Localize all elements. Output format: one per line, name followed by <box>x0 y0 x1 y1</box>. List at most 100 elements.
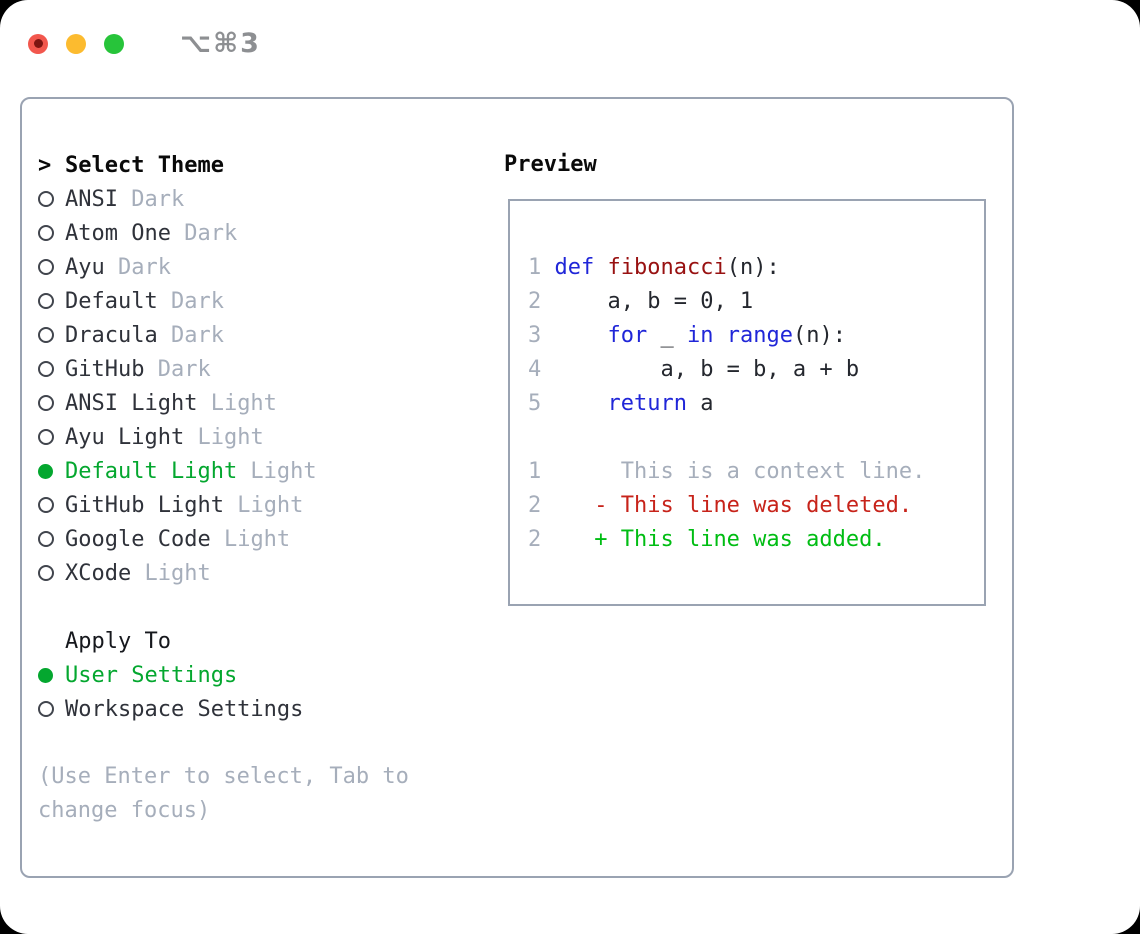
code-segment-added: + This line was added. <box>554 527 886 552</box>
radio-marker <box>38 327 65 343</box>
radio-marker <box>38 429 65 445</box>
theme-option[interactable]: GitHub Dark <box>38 352 488 386</box>
radio-selected-icon <box>38 667 53 683</box>
theme-option[interactable]: ANSI Light Light <box>38 386 488 420</box>
theme-option[interactable]: XCode Light <box>38 556 488 590</box>
radio-icon <box>38 701 54 717</box>
code-segment-plain: a, b = 0, 1 <box>554 289 754 314</box>
code-segment-plain: (n): <box>726 255 780 280</box>
line-number: 5 <box>528 391 555 416</box>
option-label: GitHub <box>65 356 145 382</box>
code-line: 3 for _ in range(n): <box>528 319 984 353</box>
radio-selected-icon <box>38 463 53 479</box>
titlebar: ⌥⌘3 <box>28 28 261 59</box>
radio-marker <box>38 701 65 717</box>
option-variant-label: Light <box>210 526 291 552</box>
option-label: ANSI <box>65 186 118 212</box>
option-variant-label: Dark <box>170 220 238 246</box>
apply-to-option[interactable]: Workspace Settings <box>38 692 488 726</box>
code-segment-plain: a <box>686 391 714 416</box>
radio-marker <box>38 259 65 275</box>
radio-icon <box>38 191 54 207</box>
code-segment-keyword: def <box>554 255 595 280</box>
code-segment-plain <box>713 323 726 348</box>
theme-option[interactable]: Google Code Light <box>38 522 488 556</box>
preview-column: Preview 1 def fibonacci(n):2 a, b = 0, 1… <box>504 148 986 606</box>
theme-option[interactable]: Ayu Light Light <box>38 420 488 454</box>
close-button[interactable] <box>28 33 48 54</box>
theme-list-header-row: > Select Theme <box>38 148 488 182</box>
line-number: 1 <box>528 459 555 484</box>
code-line: 1 This is a context line. <box>528 455 984 489</box>
radio-icon <box>38 361 54 377</box>
cursor-icon: > <box>38 152 52 178</box>
zoom-button[interactable] <box>104 33 124 54</box>
code-segment-plain: a, b = b, a + b <box>554 357 860 382</box>
theme-option[interactable]: Default Light Light <box>38 454 488 488</box>
code-segment-plain: (n): <box>792 323 846 348</box>
radio-icon <box>38 259 54 275</box>
theme-option[interactable]: ANSI Dark <box>38 182 488 216</box>
radio-marker <box>38 293 65 309</box>
code-segment-keyword: return <box>607 391 687 416</box>
apply-to-title: Apply To <box>65 628 171 654</box>
apply-to-option[interactable]: User Settings <box>38 658 488 692</box>
code-line: 2 + This line was added. <box>528 523 984 557</box>
preview-title: Preview <box>504 152 597 177</box>
option-label: Ayu <box>65 254 105 280</box>
code-segment-plain <box>594 255 607 280</box>
theme-option[interactable]: GitHub Light Light <box>38 488 488 522</box>
code-line: 5 return a <box>528 387 984 421</box>
code-line: 1 def fibonacci(n): <box>528 251 984 285</box>
code-segment-keyword: range <box>726 323 793 348</box>
radio-marker <box>38 395 65 411</box>
option-variant-label: Dark <box>104 254 171 280</box>
window-shortcut-label: ⌥⌘3 <box>180 28 261 59</box>
theme-option[interactable]: Dracula Dark <box>38 318 488 352</box>
option-variant-label: Light <box>197 390 277 416</box>
option-variant-label: Dark <box>157 288 224 314</box>
option-variant-label: Dark <box>144 356 211 382</box>
option-label: XCode <box>65 560 132 586</box>
code-segment-function: fibonacci <box>607 255 727 280</box>
theme-option[interactable]: Default Dark <box>38 284 488 318</box>
option-variant-label: Light <box>131 560 211 586</box>
option-label: Google Code <box>65 526 211 552</box>
keyboard-hint: (Use Enter to select, Tab to change focu… <box>38 764 409 823</box>
radio-icon <box>38 565 54 581</box>
radio-marker <box>38 225 65 241</box>
radio-marker <box>38 361 65 377</box>
option-label: Atom One <box>65 220 171 246</box>
code-segment-deleted: - This line was deleted. <box>554 493 913 518</box>
option-variant-label: Dark <box>157 322 224 348</box>
option-label: Default <box>65 288 158 314</box>
radio-icon <box>38 531 54 547</box>
option-variant-label: Light <box>184 424 264 450</box>
option-label: Ayu Light <box>65 424 185 450</box>
option-variant-label: Light <box>223 492 304 518</box>
option-label: Workspace Settings <box>65 696 304 722</box>
code-segment-plain <box>555 323 608 348</box>
minimize-button[interactable] <box>66 33 86 54</box>
line-number: 2 <box>528 527 555 552</box>
code-segment-context: This is a context line. <box>554 459 926 484</box>
line-number: 3 <box>528 323 555 348</box>
option-label: Dracula <box>65 322 158 348</box>
apply-to-header-row: Apply To <box>38 624 488 658</box>
code-line <box>528 421 984 455</box>
theme-option[interactable]: Ayu Dark <box>38 250 488 284</box>
option-label: GitHub Light <box>65 492 224 518</box>
theme-option[interactable]: Atom One Dark <box>38 216 488 250</box>
line-number: 2 <box>528 289 555 314</box>
radio-marker <box>38 191 65 207</box>
radio-marker <box>38 497 65 513</box>
code-segment-keyword: in <box>686 323 714 348</box>
close-dot-icon <box>33 39 43 48</box>
radio-icon <box>38 293 54 309</box>
